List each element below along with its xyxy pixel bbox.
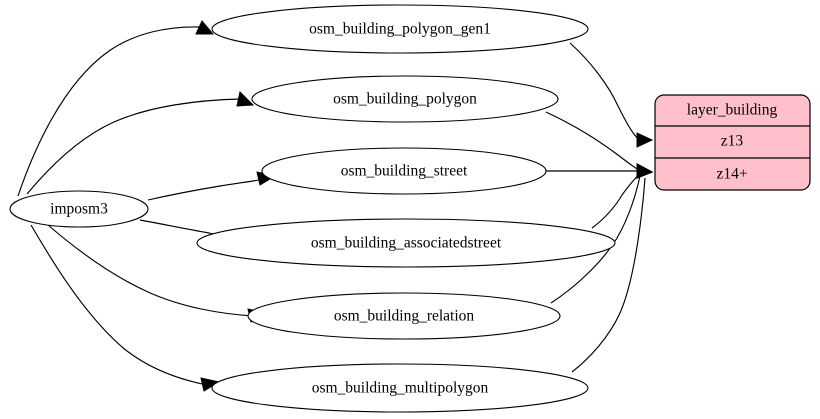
edge-osm-building-street-to-layer-building-z14plus [546,163,654,179]
node-imposm3[interactable]: imposm3 [9,190,149,228]
node-osm-building-street[interactable]: osm_building_street [261,147,547,195]
edge-imposm3-to-osm-building-street [147,171,277,201]
edge-osm-building-polygon-gen1-to-layer-building-z13 [569,42,654,148]
node-osm-building-multipolygon-label: osm_building_multipolygon [312,380,489,397]
node-imposm3-label: imposm3 [50,201,108,218]
record-row-z13-label: z13 [721,133,744,150]
node-osm-building-polygon[interactable]: osm_building_polygon [251,75,559,123]
edge-osm-building-multipolygon-to-layer-building-z14plus [571,163,654,373]
node-osm-building-relation[interactable]: osm_building_relation [247,292,561,340]
edge-osm-building-polygon-to-layer-building-z14plus [545,111,654,179]
node-osm-building-polygon-gen1[interactable]: osm_building_polygon_gen1 [211,4,589,54]
node-osm-building-associatedstreet-label: osm_building_associatedstreet [311,235,502,252]
edge-imposm3-to-osm-building-polygon [26,90,255,195]
record-row-z14plus-label: z14+ [716,166,747,183]
node-osm-building-associatedstreet[interactable]: osm_building_associatedstreet [196,218,616,268]
record-row-layer-building-label: layer_building [687,102,778,119]
edge-imposm3-to-osm-building-polygon-gen1 [17,20,215,197]
edge-imposm3-to-osm-building-multipolygon [30,224,221,392]
node-osm-building-polygon-label: osm_building_polygon [333,91,477,108]
node-osm-building-polygon-gen1-label: osm_building_polygon_gen1 [309,21,491,38]
node-osm-building-multipolygon[interactable]: osm_building_multipolygon [211,363,589,413]
node-osm-building-relation-label: osm_building_relation [334,308,475,325]
node-osm-building-street-label: osm_building_street [341,163,468,180]
edge-group-tables-to-record [545,42,654,373]
node-layer-building-record[interactable]: layer_building z13 z14+ [654,94,811,191]
